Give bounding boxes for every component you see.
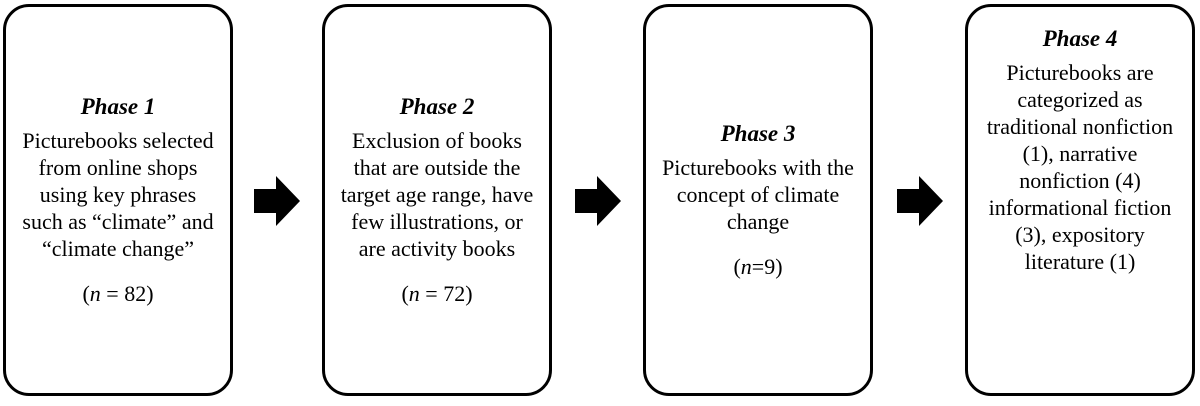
phase-4-box: Phase 4 Picturebooks are categorized as …	[965, 4, 1195, 396]
phase-4-title: Phase 4	[1042, 26, 1118, 51]
phase-3-title: Phase 3	[720, 121, 796, 146]
phase-3-description: Picturebooks with the concept of climate…	[662, 155, 854, 234]
right-arrow-icon	[575, 176, 621, 226]
phase-2-count-symbol: n	[408, 281, 420, 306]
right-arrow-icon	[897, 176, 943, 226]
phase-4-description: Picturebooks are categorized as traditio…	[986, 60, 1174, 274]
phase-3-count-symbol: n	[740, 254, 752, 279]
phase-2-count-value: = 72	[419, 281, 466, 306]
phase-3-count-value: =9	[751, 254, 776, 279]
phase-2-box: Phase 2 Exclusion of books that are outs…	[322, 4, 552, 396]
phase-3-count: (n=9)	[733, 254, 783, 279]
phase-1-count: (n = 82)	[82, 281, 154, 306]
phase-2-count: (n = 72)	[401, 281, 473, 306]
phase-1-count-symbol: n	[89, 281, 101, 306]
phase-2-description: Exclusion of books that are outside the …	[340, 128, 534, 261]
right-arrow-icon	[254, 176, 300, 226]
phase-1-description: Picturebooks selected from online shops …	[22, 128, 214, 261]
phase-3-box: Phase 3 Picturebooks with the concept of…	[643, 4, 873, 396]
phase-1-title: Phase 1	[80, 94, 156, 119]
phase-1-count-value: = 82	[100, 281, 147, 306]
phase-2-title: Phase 2	[399, 94, 475, 119]
phase-1-box: Phase 1 Picturebooks selected from onlin…	[3, 4, 233, 396]
